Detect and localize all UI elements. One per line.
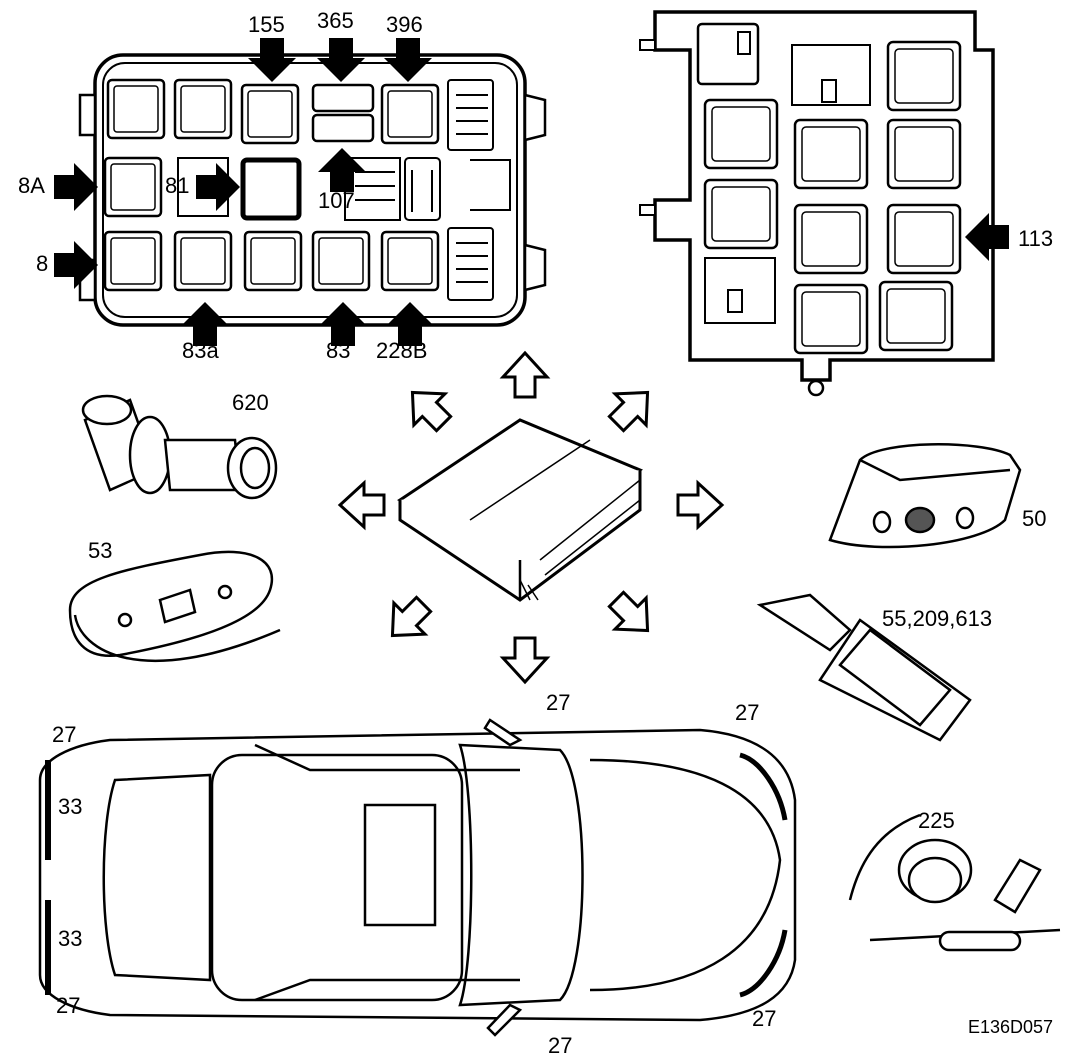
figure-code: E136D057 (968, 1017, 1054, 1037)
relay-box (639, 10, 995, 397)
label-55-209-613: 55,209,613 (882, 606, 993, 631)
switch-panel-53 (68, 550, 281, 663)
fuse-relay-box (78, 53, 547, 327)
roof-console-50 (828, 443, 1022, 549)
label-225: 225 (918, 808, 955, 833)
label-27-top-middle: 27 (546, 690, 571, 715)
arrow-8A (54, 163, 98, 211)
label-620: 620 (232, 390, 269, 415)
label-50: 50 (1022, 506, 1047, 531)
bulb-holder-620 (81, 394, 278, 500)
label-33-bottom: 33 (58, 926, 83, 951)
label-113: 113 (1018, 226, 1054, 251)
central-control-module (397, 418, 643, 602)
label-228B: 228B (376, 338, 428, 363)
label-53: 53 (88, 538, 113, 563)
label-27-bottom-left: 27 (56, 993, 81, 1018)
label-81: 81 (165, 173, 190, 198)
label-33-top: 33 (58, 794, 83, 819)
label-8A: 8A (18, 173, 45, 198)
label-8: 8 (36, 251, 49, 276)
label-27-bottom-middle: 27 (548, 1033, 573, 1058)
trunk-switch-225 (848, 813, 1061, 952)
label-107: 107 (318, 188, 355, 213)
label-27-top-left: 27 (52, 722, 77, 747)
car-top-view (38, 718, 797, 1037)
label-83a: 83a (182, 338, 219, 363)
label-396: 396 (386, 12, 423, 37)
label-155: 155 (248, 12, 285, 37)
label-83: 83 (326, 338, 351, 363)
label-365: 365 (317, 8, 354, 33)
label-27-top-right: 27 (735, 700, 760, 725)
lamp-55-209-613 (756, 593, 972, 742)
label-27-bottom-right: 27 (752, 1006, 777, 1031)
